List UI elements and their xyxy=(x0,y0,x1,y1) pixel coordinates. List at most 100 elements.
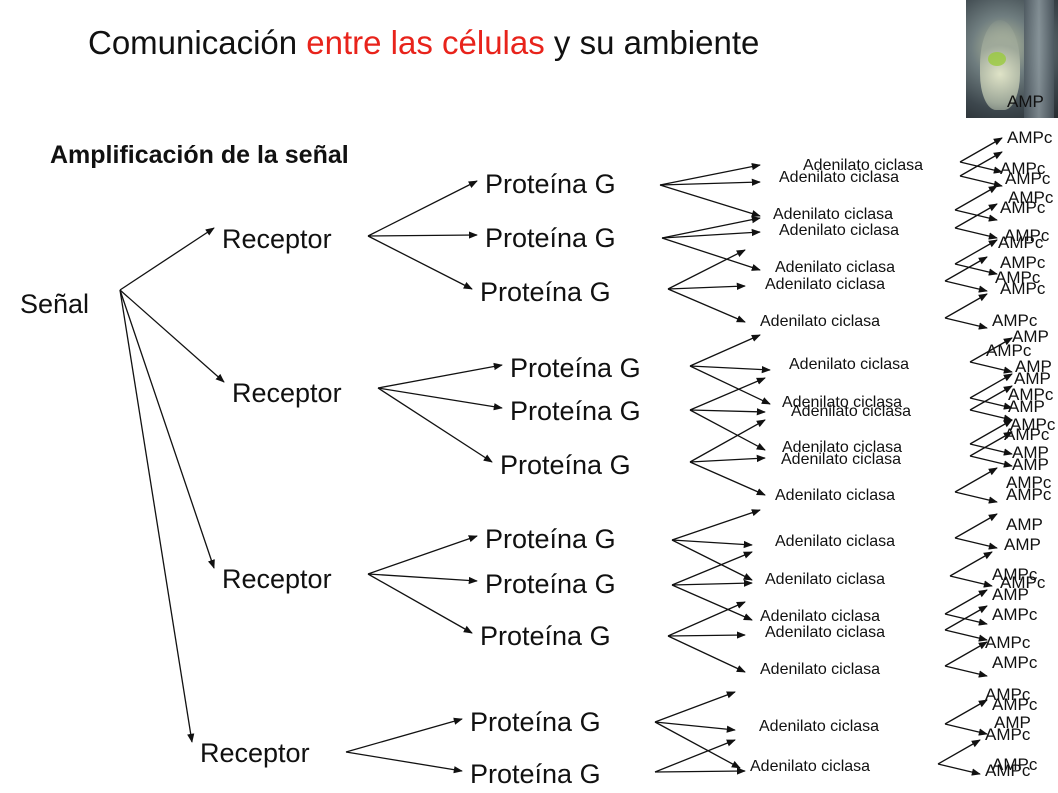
arrow xyxy=(937,739,981,765)
adenylate-cyclase-15: Adenilato ciclasa xyxy=(765,571,885,588)
protein-g-4-1: Proteína G xyxy=(470,707,601,737)
page-title: Comunicación entre las células y su ambi… xyxy=(88,24,759,61)
arrow xyxy=(954,513,998,539)
neuron-photo xyxy=(966,0,1058,118)
arrow xyxy=(661,216,761,239)
protein-g-3-3: Proteína G xyxy=(480,621,611,651)
arrow xyxy=(345,717,463,753)
ampc-24: AMPc xyxy=(1006,485,1052,504)
arrow xyxy=(654,691,736,723)
protein-g-3-1: Proteína G xyxy=(485,524,616,554)
ampc-36: AMPc xyxy=(985,725,1031,744)
arrow xyxy=(377,387,503,411)
arrow xyxy=(944,589,988,615)
ampc-25: AMP xyxy=(1006,515,1043,534)
protein-g-2-3: Proteína G xyxy=(500,450,631,480)
arrow xyxy=(969,455,1013,468)
adenylate-cyclase-5: Adenilato ciclasa xyxy=(775,259,895,276)
ampc-19: AMPc xyxy=(1010,415,1056,434)
signal-label: Señal xyxy=(20,289,89,319)
arrow xyxy=(959,161,1003,174)
ampc-28: AMPc xyxy=(1000,573,1046,592)
ampc-20: AMPc xyxy=(1004,425,1050,444)
adenylate-cyclase-19: Adenilato ciclasa xyxy=(759,718,879,735)
arrow xyxy=(671,509,761,541)
ampc-37: AMPc xyxy=(992,755,1038,774)
arrow xyxy=(689,419,766,463)
arrow xyxy=(689,409,766,451)
arrow xyxy=(689,454,766,463)
arrow xyxy=(689,365,771,405)
protein-g-2-1: Proteína G xyxy=(510,353,641,383)
arrow xyxy=(969,419,1013,445)
arrow xyxy=(954,203,998,229)
arrow xyxy=(671,584,753,621)
adenylate-cyclase-9: Adenilato ciclasa xyxy=(782,394,902,411)
arrow xyxy=(377,387,493,463)
arrow xyxy=(667,249,746,290)
arrow xyxy=(959,137,1003,163)
arrow xyxy=(969,431,1013,457)
arrow xyxy=(667,635,746,673)
ampc-22: AMP xyxy=(1012,455,1049,474)
arrow xyxy=(367,235,473,290)
arrow xyxy=(377,362,503,389)
arrow xyxy=(944,613,988,626)
ampc-8: AMPc xyxy=(998,233,1044,252)
protein-g-4-2: Proteína G xyxy=(470,759,601,789)
arrow xyxy=(654,721,741,769)
arrow xyxy=(944,641,988,667)
arrow xyxy=(969,373,1013,399)
arrow xyxy=(367,231,478,239)
arrow xyxy=(659,184,761,218)
arrow xyxy=(689,365,771,374)
arrow xyxy=(667,288,746,323)
arrow xyxy=(959,151,1003,177)
arrow xyxy=(671,539,753,581)
adenylate-cyclase-4: Adenilato ciclasa xyxy=(779,222,899,239)
ampc-4: AMPc xyxy=(1005,169,1051,188)
arrow xyxy=(944,280,988,293)
arrow xyxy=(969,409,1013,422)
adenylate-cyclase-7: Adenilato ciclasa xyxy=(760,313,880,330)
arrow xyxy=(944,256,988,282)
ampc-13: AMP xyxy=(1012,327,1049,346)
ampc-2: AMPc xyxy=(1007,128,1053,147)
arrow xyxy=(944,723,988,736)
adenylate-cyclase-6: Adenilato ciclasa xyxy=(765,276,885,293)
ampc-6: AMPc xyxy=(1000,198,1046,217)
adenylate-cyclase-2: Adenilato ciclasa xyxy=(779,169,899,186)
adenylate-cyclase-8: Adenilato ciclasa xyxy=(789,356,909,373)
arrow xyxy=(944,629,988,642)
ampc-7: AMPc xyxy=(1004,226,1050,245)
ampc-1: AMP xyxy=(1007,92,1044,111)
arrow xyxy=(969,337,1013,363)
arrow xyxy=(949,551,993,577)
ampc-26: AMP xyxy=(1004,535,1041,554)
receptor-4: Receptor xyxy=(200,738,310,768)
ampc-9: AMPc xyxy=(1000,253,1046,272)
ampc-32: AMPc xyxy=(992,653,1038,672)
arrow xyxy=(954,239,998,265)
arrow xyxy=(654,767,746,775)
arrow xyxy=(367,573,473,634)
protein-g-2-2: Proteína G xyxy=(510,396,641,426)
ampc-16: AMP xyxy=(1014,369,1051,388)
ampc-29: AMP xyxy=(992,585,1029,604)
adenylate-cyclase-20: Adenilato ciclasa xyxy=(750,758,870,775)
arrow xyxy=(944,699,988,725)
protein-g-1-1: Proteína G xyxy=(485,169,616,199)
ampc-34: AMPc xyxy=(992,695,1038,714)
protein-g-1-2: Proteína G xyxy=(485,223,616,253)
adenylate-cyclase-13: Adenilato ciclasa xyxy=(775,487,895,504)
arrow xyxy=(944,317,988,330)
adenylate-cyclase-10: Adenilato ciclasa xyxy=(791,403,911,420)
adenylate-cyclase-16: Adenilato ciclasa xyxy=(760,608,880,625)
protein-g-1-3: Proteína G xyxy=(480,277,611,307)
arrow xyxy=(661,228,761,239)
arrow xyxy=(659,178,761,186)
arrow xyxy=(969,443,1013,456)
ampc-14: AMPc xyxy=(986,341,1032,360)
